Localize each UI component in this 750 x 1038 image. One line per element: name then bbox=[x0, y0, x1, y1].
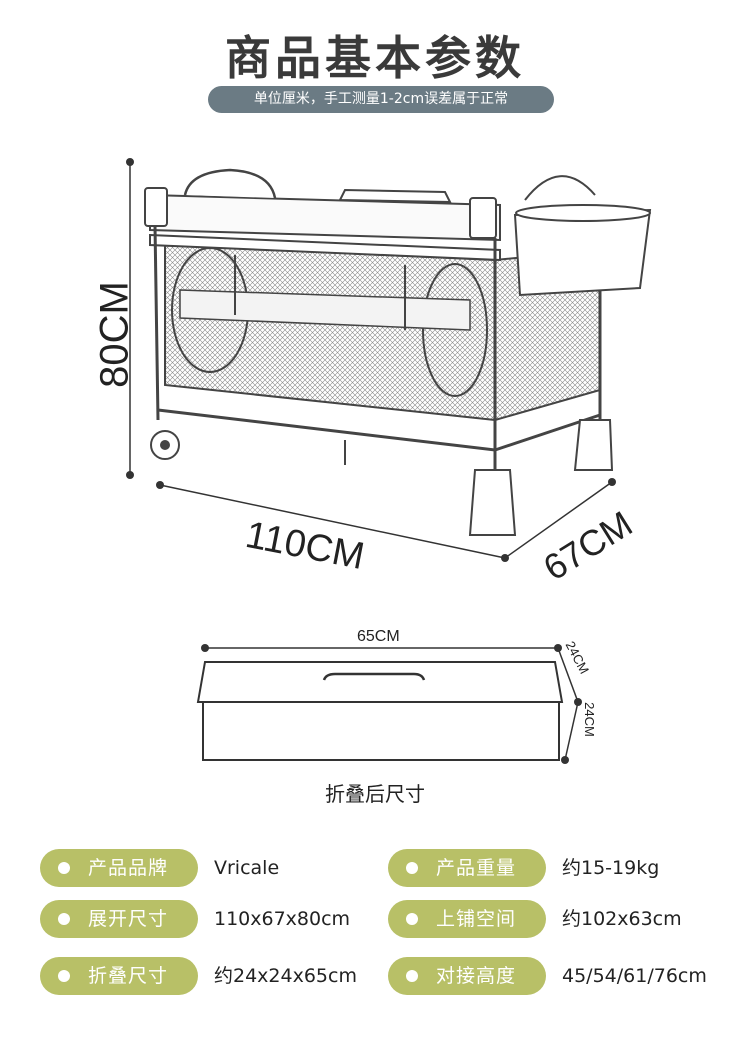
spec-label: 产品品牌 bbox=[88, 857, 169, 879]
bullet-icon bbox=[406, 862, 418, 874]
bullet-icon bbox=[58, 913, 70, 925]
measurement-note: 单位厘米，手工测量1-2cm误差属于正常 bbox=[208, 86, 554, 113]
crib-illustration bbox=[126, 158, 652, 562]
spec-pill-docking-height: 对接高度 bbox=[388, 957, 546, 995]
spec-pill-brand: 产品品牌 bbox=[40, 849, 198, 887]
height-dimension: 80CM bbox=[92, 281, 137, 388]
bullet-icon bbox=[58, 970, 70, 982]
bullet-icon bbox=[58, 862, 70, 874]
spec-label: 上铺空间 bbox=[436, 908, 517, 930]
spec-label: 对接高度 bbox=[436, 965, 517, 987]
bullet-icon bbox=[406, 913, 418, 925]
spec-value-docking-height: 45/54/61/76cm bbox=[562, 965, 707, 987]
spec-pill-upper-bed-space: 上铺空间 bbox=[388, 900, 546, 938]
spec-pill-weight: 产品重量 bbox=[388, 849, 546, 887]
folded-length-dimension: 65CM bbox=[357, 628, 400, 645]
spec-value-weight: 约15-19kg bbox=[562, 857, 660, 879]
bullet-icon bbox=[406, 970, 418, 982]
folded-box-illustration bbox=[196, 644, 582, 764]
spec-label: 展开尺寸 bbox=[88, 908, 169, 930]
spec-label: 产品重量 bbox=[436, 857, 517, 879]
folded-size-label: 折叠后尺寸 bbox=[325, 782, 425, 806]
spec-value-unfolded-size: 110x67x80cm bbox=[214, 908, 351, 930]
spec-pill-folded-size: 折叠尺寸 bbox=[40, 957, 198, 995]
spec-value-brand: Vricale bbox=[214, 857, 280, 879]
folded-height-dimension: 24CM bbox=[581, 702, 597, 737]
page-title: 商品基本参数 bbox=[225, 31, 525, 85]
spec-value-upper-bed-space: 约102x63cm bbox=[562, 908, 682, 930]
spec-value-folded-size: 约24x24x65cm bbox=[214, 965, 357, 987]
spec-pill-unfolded-size: 展开尺寸 bbox=[40, 900, 198, 938]
spec-label: 折叠尺寸 bbox=[88, 965, 169, 987]
